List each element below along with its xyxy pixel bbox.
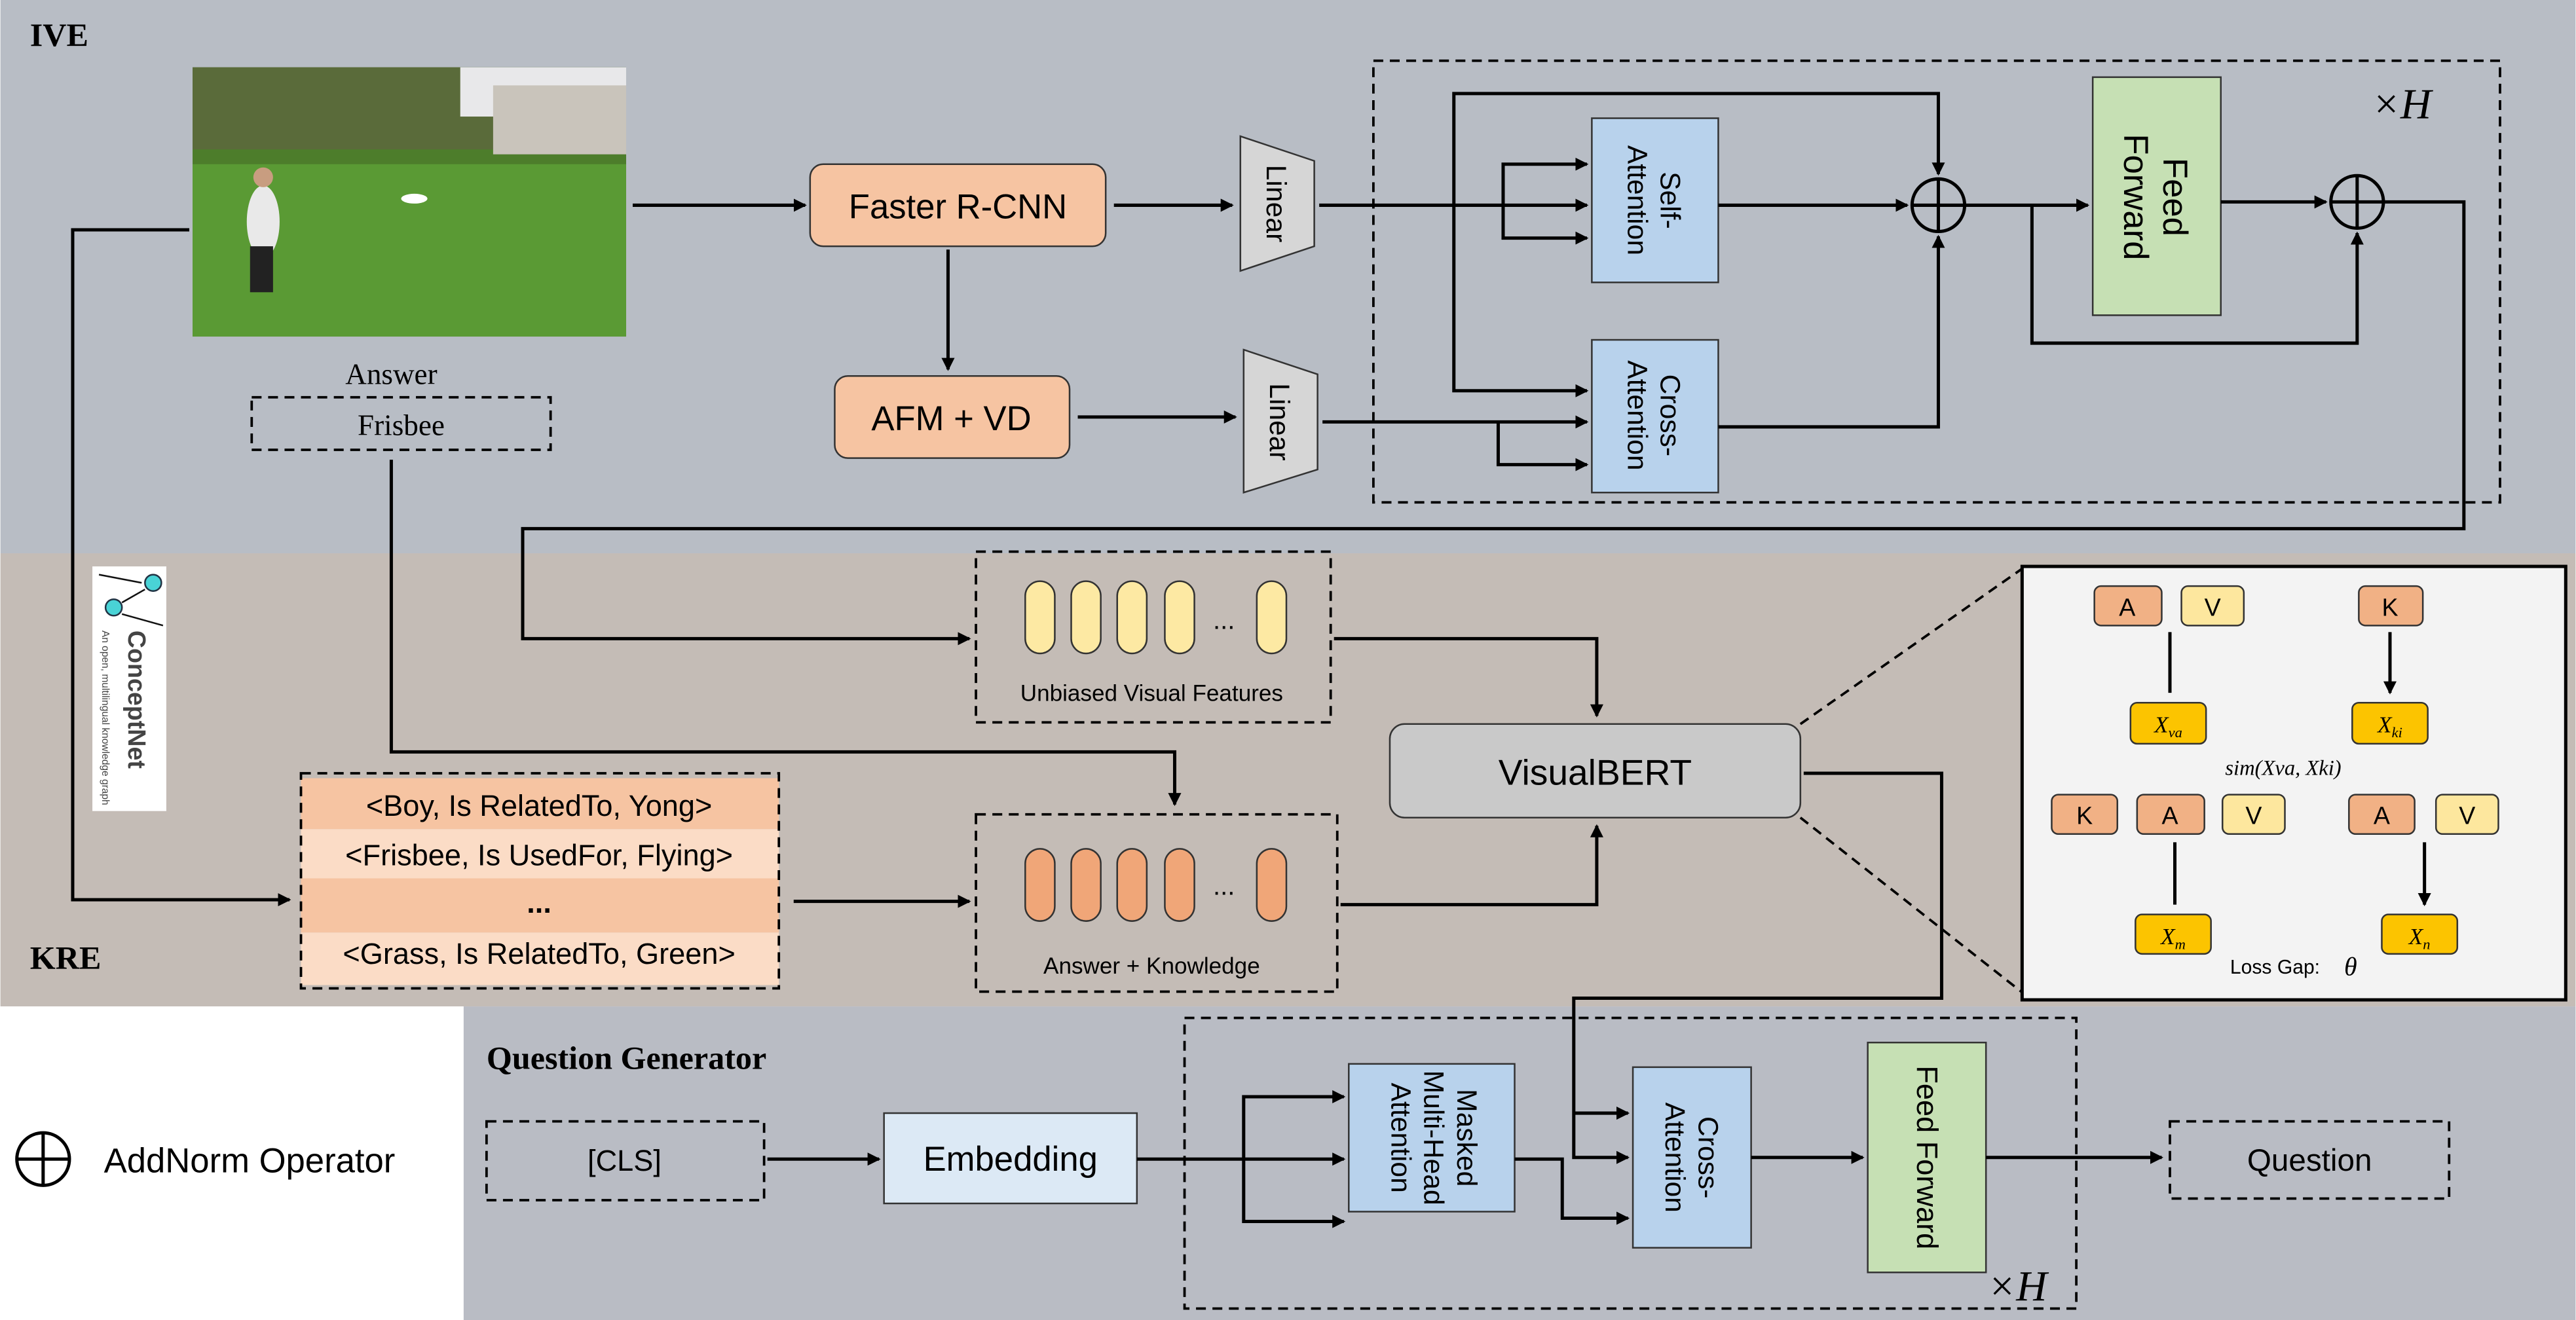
answer-label: Answer: [345, 358, 437, 391]
theta-symbol: θ: [2344, 951, 2357, 981]
feed-forward-label: FeedForward: [2116, 134, 2194, 260]
legend-bg: [0, 1006, 464, 1320]
qg-cross-attention-box: [1632, 1066, 1752, 1249]
encoder-repeat-box: [1372, 59, 2501, 504]
x-va: Xva: [2153, 712, 2182, 741]
answer-token: A: [2374, 802, 2391, 830]
afm-vd-label: AFM + VD: [871, 399, 1031, 438]
embedding-label: Embedding: [924, 1140, 1098, 1179]
visual-token: V: [2205, 593, 2221, 621]
answer-knowledge-label: Answer + Knowledge: [1043, 953, 1260, 979]
unbiased-features-label: Unbiased Visual Features: [1020, 681, 1283, 706]
linear-1-label: Linear: [1260, 165, 1292, 242]
qg-connectors: [767, 1090, 2163, 1228]
decoder-repeat-box: [1183, 1016, 2078, 1310]
x-ki: Xki: [2376, 712, 2402, 741]
qg-section-bg: [463, 1006, 2576, 1320]
self-attention-box: [1591, 117, 1719, 284]
visualbert-label: VisualBERT: [1499, 752, 1692, 793]
qg-cross-attention-label: Cross-Attention: [1659, 1103, 1723, 1213]
x-n: Xn: [2408, 924, 2431, 953]
kre-connectors: [1334, 565, 2026, 1120]
qg-feed-forward-label: Feed Forward: [1911, 1065, 1944, 1249]
question-generator-title: Question Generator: [487, 1039, 766, 1076]
contrastive-loss-panel: A V K Xva Xki sim(Xva, Xki) K A V A V Xm…: [2020, 564, 2567, 1002]
knowledge-triples-table: <Boy, Is RelatedTo, Yong> <Frisbee, Is U…: [299, 772, 781, 990]
linear-layer-2: [1242, 348, 1318, 494]
knowledge-tokens: [1024, 848, 1288, 922]
answer-value: Frisbee: [358, 409, 445, 441]
answer-knowledge-box: [975, 813, 1339, 993]
visual-token: V: [2459, 802, 2475, 830]
visualbert-box: [1389, 723, 1802, 818]
triple-row: <Boy, Is RelatedTo, Yong>: [366, 789, 713, 822]
cross-attention-box: [1591, 339, 1719, 494]
triple-row: ...: [527, 886, 551, 919]
faster-rcnn-box: [809, 163, 1107, 248]
triple-row: <Frisbee, Is UsedFor, Flying>: [345, 838, 733, 871]
ellipsis: ...: [1213, 872, 1235, 901]
afm-vd-box: [834, 375, 1071, 459]
ive-connectors: [71, 92, 2466, 907]
embedding-box: [883, 1112, 1138, 1205]
decoder-repeat-label: ×H: [1987, 1263, 2049, 1310]
encoder-repeat-label: ×H: [2372, 81, 2433, 128]
addnorm-legend-icon: [15, 1131, 71, 1187]
self-attention-label: Self-Attention: [1622, 145, 1686, 255]
addnorm-icon-2: [2329, 174, 2385, 230]
legend-label: AddNorm Operator: [104, 1141, 396, 1180]
visual-feature-tokens: [1024, 580, 1288, 655]
x-m: Xm: [2159, 924, 2186, 953]
ellipsis: ...: [1213, 606, 1235, 634]
linear-2-label: Linear: [1263, 383, 1295, 460]
loss-gap-label: Loss Gap:: [2230, 957, 2320, 978]
cls-label: [CLS]: [588, 1144, 662, 1177]
question-label: Question: [2247, 1143, 2372, 1178]
input-image: [193, 67, 626, 337]
similarity-formula: sim(Xva, Xki): [2225, 757, 2341, 780]
answer-token: A: [2161, 802, 2178, 830]
knowledge-token: K: [2076, 802, 2093, 830]
question-box: [2169, 1120, 2451, 1200]
visual-token: V: [2245, 802, 2262, 830]
faster-rcnn-label: Faster R-CNN: [849, 187, 1067, 226]
triple-row: <Grass, Is RelatedTo, Green>: [343, 937, 735, 970]
masked-attention-label: MaskedMulti-HeadAttention: [1385, 1071, 1482, 1205]
linear-layer-1: [1239, 135, 1315, 272]
answer-token: A: [2119, 593, 2136, 621]
conceptnet-logo: ConceptNet An open, multilingual knowled…: [92, 566, 166, 811]
feed-forward-box: [2091, 76, 2222, 316]
conceptnet-name: ConceptNet: [123, 631, 151, 769]
ive-label: IVE: [30, 16, 88, 53]
cross-attention-label: Cross-Attention: [1622, 360, 1686, 470]
answer-box: [250, 395, 552, 451]
kre-label: KRE: [30, 939, 102, 976]
qg-feed-forward-box: [1867, 1041, 1987, 1274]
cls-box: [485, 1120, 766, 1201]
knowledge-token: K: [2381, 593, 2398, 621]
addnorm-icon-1: [1910, 177, 1967, 234]
masked-attention-box: [1348, 1063, 1516, 1213]
conceptnet-tagline: An open, multilingual knowledge graph: [100, 631, 111, 805]
